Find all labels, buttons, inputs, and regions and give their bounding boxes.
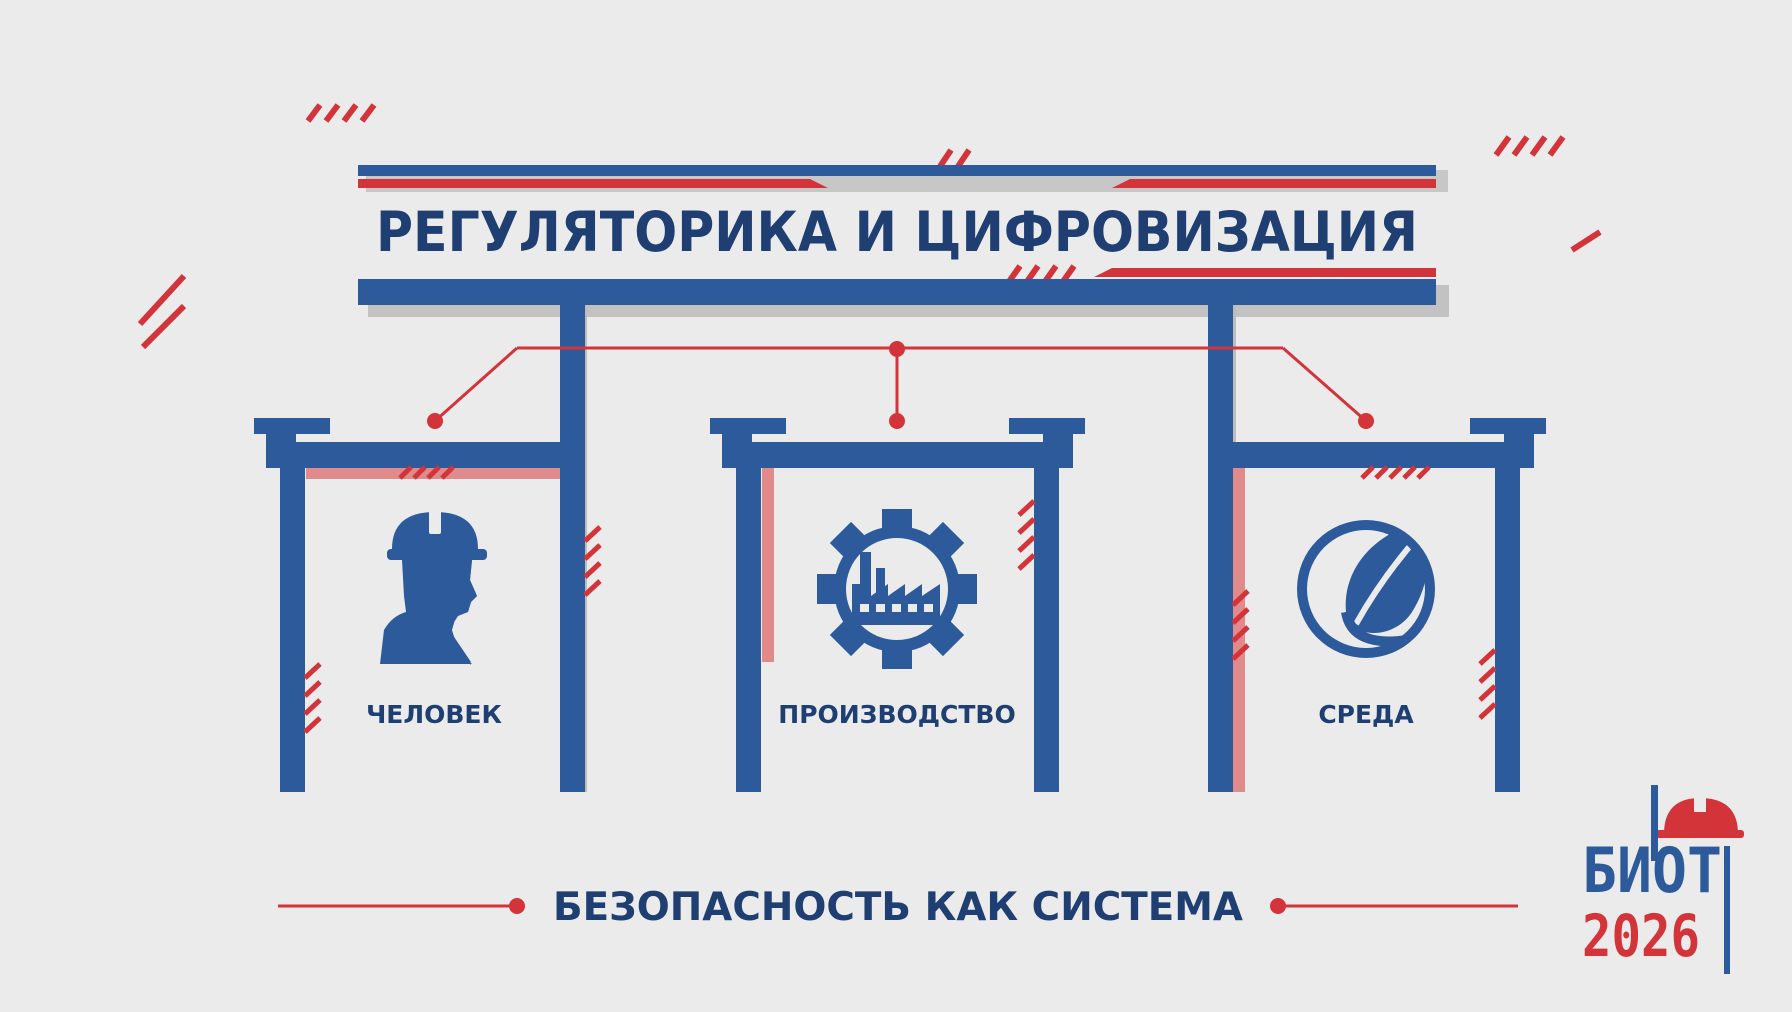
banner-title: РЕГУЛЯТОРИКА И ЦИФРОВИЗАЦИЯ — [376, 200, 1418, 264]
central-supports — [560, 305, 1236, 792]
tagline-node-right — [1270, 898, 1286, 914]
leaf-circle-icon — [1297, 520, 1435, 658]
banner-red-stripe-left — [358, 179, 828, 188]
pillar-label-person: ЧЕЛОВЕК — [366, 700, 502, 729]
tagline-row: БЕЗОПАСНОСТЬ КАК СИСТЕМА — [278, 885, 1518, 930]
connector-nodes — [427, 341, 1374, 429]
banner-bottom-bar — [358, 279, 1436, 305]
pillar-frame-1 — [254, 418, 602, 792]
banner-red-stripe-right — [1112, 179, 1436, 188]
tagline: БЕЗОПАСНОСТЬ КАК СИСТЕМА — [553, 885, 1243, 930]
hard-hat-icon — [1656, 796, 1744, 838]
biot-logo: БИОТ 2026 — [1582, 785, 1744, 974]
left-main-column — [560, 305, 585, 792]
banner: РЕГУЛЯТОРИКА И ЦИФРОВИЗАЦИЯ — [358, 165, 1449, 317]
pillar-label-production: ПРОИЗВОДСТВО — [778, 700, 1015, 729]
banner-red-stripe-bottom — [1094, 268, 1436, 277]
connector-node-center — [889, 413, 905, 429]
connector-node-right — [1358, 413, 1374, 429]
pillar-frame-3 — [1231, 418, 1546, 792]
banner-top-bar — [358, 165, 1436, 176]
connector-node-left — [427, 413, 443, 429]
logo-name: БИОТ — [1582, 834, 1722, 907]
pillar-label-environment: СРЕДА — [1318, 700, 1414, 729]
pillar-frame-2 — [710, 418, 1085, 792]
worker-helmet-icon — [380, 509, 487, 665]
factory-gear-icon — [817, 509, 977, 669]
connector-node-top — [889, 341, 905, 357]
right-main-column — [1208, 305, 1233, 792]
tagline-node-left — [509, 898, 525, 914]
logo-year: 2026 — [1582, 902, 1700, 970]
